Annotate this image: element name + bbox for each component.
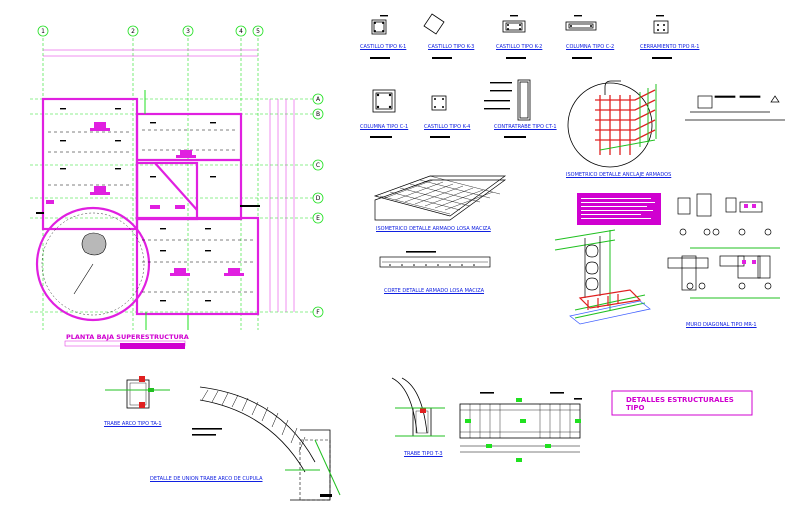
section-details-row1 — [371, 13, 669, 35]
detalles-title-line2: TIPO — [626, 404, 645, 412]
label-trabe-ta1: TRABE ARCO TIPO TA-1 — [104, 421, 162, 427]
trabe-arco-section — [105, 376, 170, 409]
circular-room — [35, 206, 151, 322]
isometric-anchor-cage — [567, 80, 657, 168]
muro-diagonal-green — [690, 247, 780, 299]
grid-bubble-text: 1 2 3 4 5 A B C D E F — [41, 28, 321, 316]
axis-col-5: 5 — [256, 28, 260, 35]
label-trabe-t3: TRABE TIPO T-3 — [404, 451, 443, 457]
label-castillo-k2: CASTILLO TIPO K-2 — [496, 44, 543, 50]
axis-row-d: D — [316, 195, 321, 202]
label-castillo-k4: CASTILLO TIPO K-4 — [424, 124, 471, 130]
section-rebar-dots-row1 — [374, 22, 665, 32]
label-isometrico-anclaje: ISOMETRICO DETALLE ANCLAJE ARMADOS — [566, 172, 672, 178]
axis-row-e: E — [316, 215, 320, 222]
plan-interior-marks — [48, 129, 254, 293]
axis-row-a: A — [316, 96, 321, 103]
section-rebar-dots-row2 — [370, 82, 526, 138]
spec-note-box — [577, 193, 661, 225]
plan-text-ticks — [36, 108, 260, 302]
slab-section-cut — [379, 251, 491, 268]
grid-bubbles-rows — [312, 93, 324, 318]
label-castillo-k1: CASTILLO TIPO K-1 — [360, 44, 407, 50]
isometric-slab — [373, 175, 507, 221]
dimension-lines — [43, 49, 295, 312]
label-contratrabe-ct1: CONTRATRABE TIPO CT-1 — [494, 124, 557, 130]
detalles-title-line1: DETALLES ESTRUCTURALES — [626, 396, 734, 404]
axis-row-f: F — [316, 309, 320, 316]
anchor-section-right — [685, 95, 785, 121]
muro-diagonal-sections — [667, 193, 772, 291]
label-detalle-union: DETALLE DE UNION TRABE ARCO DE CUPULA — [150, 476, 263, 482]
isometric-slab-grid — [379, 175, 501, 215]
section-underbars-row1 — [370, 15, 672, 59]
axis-row-c: C — [316, 162, 320, 169]
axis-row-b: B — [316, 111, 320, 118]
axis-col-4: 4 — [239, 28, 243, 35]
trabe-t3-section — [391, 377, 445, 437]
label-isometrico-losa: ISOMETRICO DETALLE ARMADO LOSA MACIZA — [376, 226, 491, 232]
plan-column-markers — [46, 122, 244, 276]
label-cerramiento-r1: CERRAMIENTO TIPO R-1 — [640, 44, 700, 50]
plan-title-block — [64, 340, 186, 349]
label-columna-c2: COLUMNA TIPO C-2 — [566, 44, 615, 50]
rebar-isometric-column — [554, 229, 651, 325]
label-castillo-k3: CASTILLO TIPO K-3 — [428, 44, 475, 50]
muro-diagonal-fills — [742, 204, 756, 264]
beam-elevation — [459, 392, 582, 462]
grid-bubbles-columns — [37, 25, 264, 37]
axis-col-3: 3 — [186, 28, 190, 35]
axis-col-2: 2 — [131, 28, 135, 35]
label-columna-c1: COLUMNA TIPO C-1 — [360, 124, 409, 130]
detalles-frame — [611, 390, 753, 416]
label-muro-mr1: MURO DIAGONAL TIPO MR-1 — [686, 322, 757, 328]
arch-beam — [199, 386, 341, 501]
label-corte-losa: CORTE DETALLE ARMADO LOSA MACIZA — [384, 288, 485, 294]
section-details-row2 — [372, 79, 531, 121]
arch-beam-notes — [192, 428, 332, 497]
green-leader-lines — [144, 90, 189, 330]
floor-plan-walls — [41, 97, 260, 316]
axis-col-1: 1 — [41, 28, 45, 35]
plan-title: PLANTA BAJA SUPERESTRUCTURA — [66, 333, 189, 341]
